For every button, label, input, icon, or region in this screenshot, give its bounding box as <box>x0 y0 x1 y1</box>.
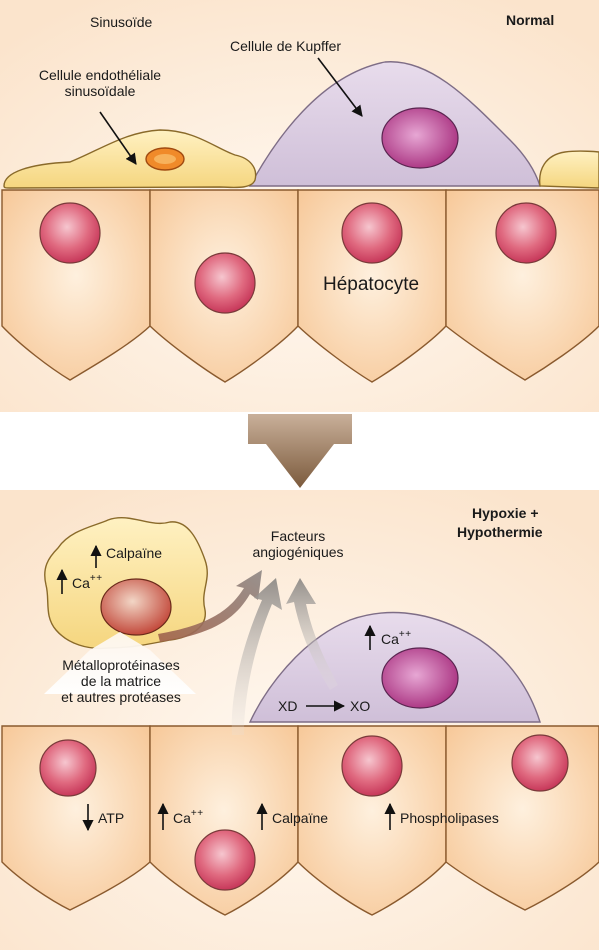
proteases-label-line2: de la matrice <box>80 673 162 690</box>
angiogenic-arrow-hepatocyte <box>231 578 282 735</box>
hepatocyte-cell <box>297 725 447 916</box>
atp-label: ATP <box>98 810 125 826</box>
hepatocyte-calcium-label: Ca++ <box>173 808 204 827</box>
panel-title-hypoxia-line2: Hypothermie <box>457 524 543 540</box>
kupffer-calcium-symbol: Ca <box>381 631 399 647</box>
endothelial-cell-label: Cellule endothéliale sinusoïdale <box>18 67 182 99</box>
sinusoidal-endothelial-cell-right <box>538 150 599 189</box>
kupffer-calcium-label: Ca++ <box>381 629 412 648</box>
proteases-label: Métalloprotéinases de la matrice et autr… <box>26 657 216 705</box>
hepatocyte-cell <box>445 189 599 381</box>
phospholipases-label: Phospholipases <box>400 810 499 826</box>
endothelial-label-line2: sinusoïdale <box>64 83 136 100</box>
hepatocyte-calcium-charge: ++ <box>190 808 204 819</box>
xo-label: XO <box>350 698 371 714</box>
hepatocyte-nucleus <box>194 829 256 891</box>
kupffer-nucleus <box>381 107 459 169</box>
hepatocyte-label: Hépatocyte <box>323 274 420 295</box>
panel-title-hypoxia-line1: Hypoxie + <box>472 505 539 521</box>
hepatocyte-cell <box>1 189 151 381</box>
hepatocyte-nucleus <box>39 739 97 797</box>
hepatocyte-cell <box>1 725 151 911</box>
hepatocyte-cell <box>297 189 447 383</box>
kupffer-pointer-arrow <box>317 57 363 117</box>
endothelial-calpain-label: Calpaïne <box>106 545 163 561</box>
endothelial-calcium-symbol: Ca <box>72 575 90 591</box>
endothelial-pointer-arrow <box>99 111 137 165</box>
angiogenic-label-line1: Facteurs <box>270 528 326 544</box>
angiogenic-arrow-kupffer <box>286 578 338 690</box>
kupffer-cell-label: Cellule de Kupffer <box>230 38 342 54</box>
hepatocyte-nucleus <box>341 735 403 797</box>
endothelial-label-line1: Cellule endothéliale <box>38 67 162 83</box>
angiogenic-arrow-endothelial <box>158 570 262 642</box>
hepatocyte-nucleus <box>194 252 256 314</box>
hepatocyte-calpain-label: Calpaïne <box>272 810 329 826</box>
transition-arrow <box>248 414 352 488</box>
sinusoid-label: Sinusoïde <box>90 14 153 30</box>
hepatocyte-calcium-symbol: Ca <box>173 810 191 826</box>
xd-label: XD <box>278 698 298 714</box>
proteases-label-line1: Métalloprotéinases <box>62 657 180 673</box>
angiogenic-label-line2: angiogéniques <box>252 544 344 561</box>
endothelial-nucleolus <box>154 154 176 164</box>
panel-title-normal: Normal <box>506 12 555 28</box>
protease-release-arrow <box>44 632 196 694</box>
hepatocyte-nucleus <box>495 202 557 264</box>
top-panel <box>0 0 599 412</box>
bottom-panel <box>0 490 599 950</box>
endothelial-calcium-label: Ca++ <box>72 573 103 592</box>
hepatocyte-nucleus <box>39 202 101 264</box>
endothelial-nucleus <box>100 578 172 636</box>
angiogenic-factors-label: Facteurs angiogéniques <box>228 528 368 560</box>
hepatocyte-nucleus <box>341 202 403 264</box>
endothelial-calcium-charge: ++ <box>89 573 103 584</box>
proteases-label-line3: et autres protéases <box>61 689 181 706</box>
hepatocyte-nucleus <box>511 734 569 792</box>
kupffer-nucleus <box>381 647 459 709</box>
hepatocyte-cell <box>149 725 299 916</box>
kupffer-calcium-charge: ++ <box>398 629 412 640</box>
